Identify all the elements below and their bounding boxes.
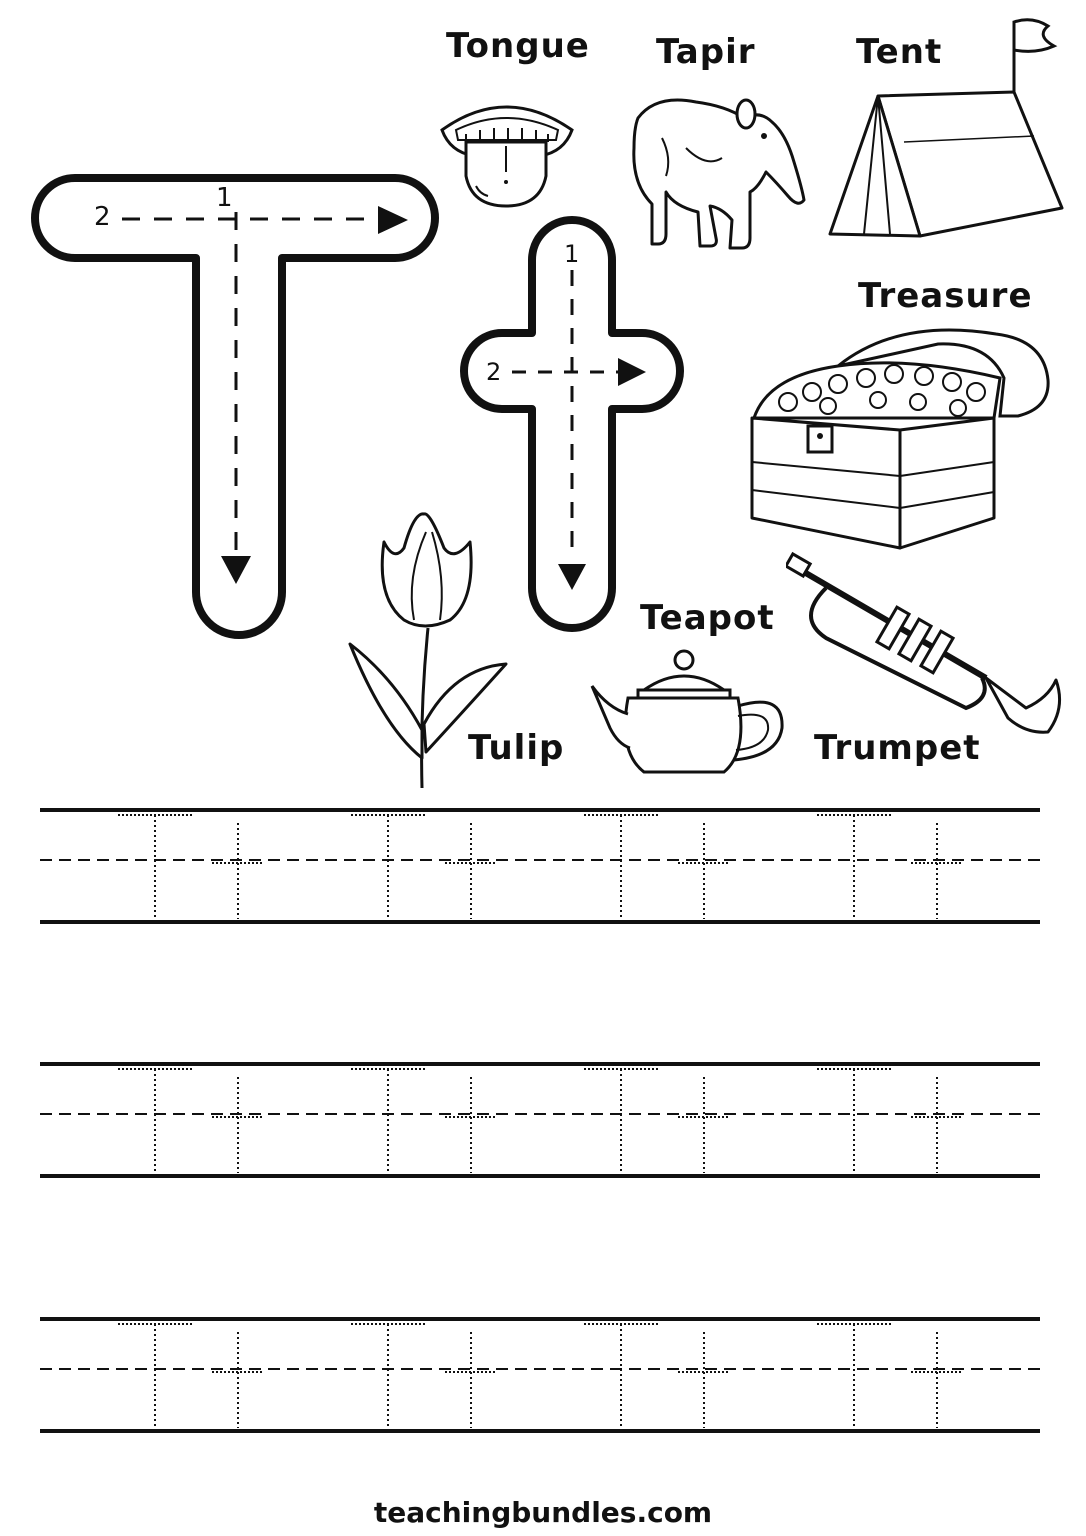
- treasure-chest-illustration: [750, 328, 1050, 550]
- word-label-tongue: Tongue: [446, 26, 590, 66]
- word-label-teapot: Teapot: [640, 598, 775, 638]
- teapot-illustration: [590, 649, 784, 774]
- arrow-right-icon: [378, 206, 408, 234]
- lowercase-t-stroke-2-number: 2: [486, 358, 501, 386]
- arrow-down-icon: [558, 564, 586, 590]
- word-label-treasure: Treasure: [858, 276, 1033, 316]
- arrow-right-icon: [618, 358, 646, 386]
- tapir-illustration: [632, 98, 806, 250]
- uppercase-t-stroke-1-number: 1: [216, 183, 233, 213]
- arrow-down-icon: [221, 556, 251, 584]
- footer-website: teachingbundles.com: [373, 1496, 713, 1529]
- uppercase-t-stroke-2-number: 2: [94, 202, 111, 232]
- practice-row-2[interactable]: [40, 1059, 1040, 1179]
- tracing-letters: 2 1 1 2: [31, 174, 684, 639]
- word-label-tapir: Tapir: [656, 32, 756, 72]
- tent-illustration: [828, 18, 1064, 238]
- tongue-illustration: [440, 105, 574, 208]
- word-label-tulip: Tulip: [468, 728, 565, 768]
- word-label-tent: Tent: [856, 32, 943, 72]
- practice-row-3[interactable]: [40, 1314, 1040, 1434]
- trumpet-illustration: [786, 551, 1062, 734]
- tulip-illustration: [348, 512, 508, 789]
- practice-row-1[interactable]: [40, 805, 1040, 925]
- word-label-trumpet: Trumpet: [814, 728, 981, 768]
- lowercase-t-stroke-1-number: 1: [564, 240, 579, 268]
